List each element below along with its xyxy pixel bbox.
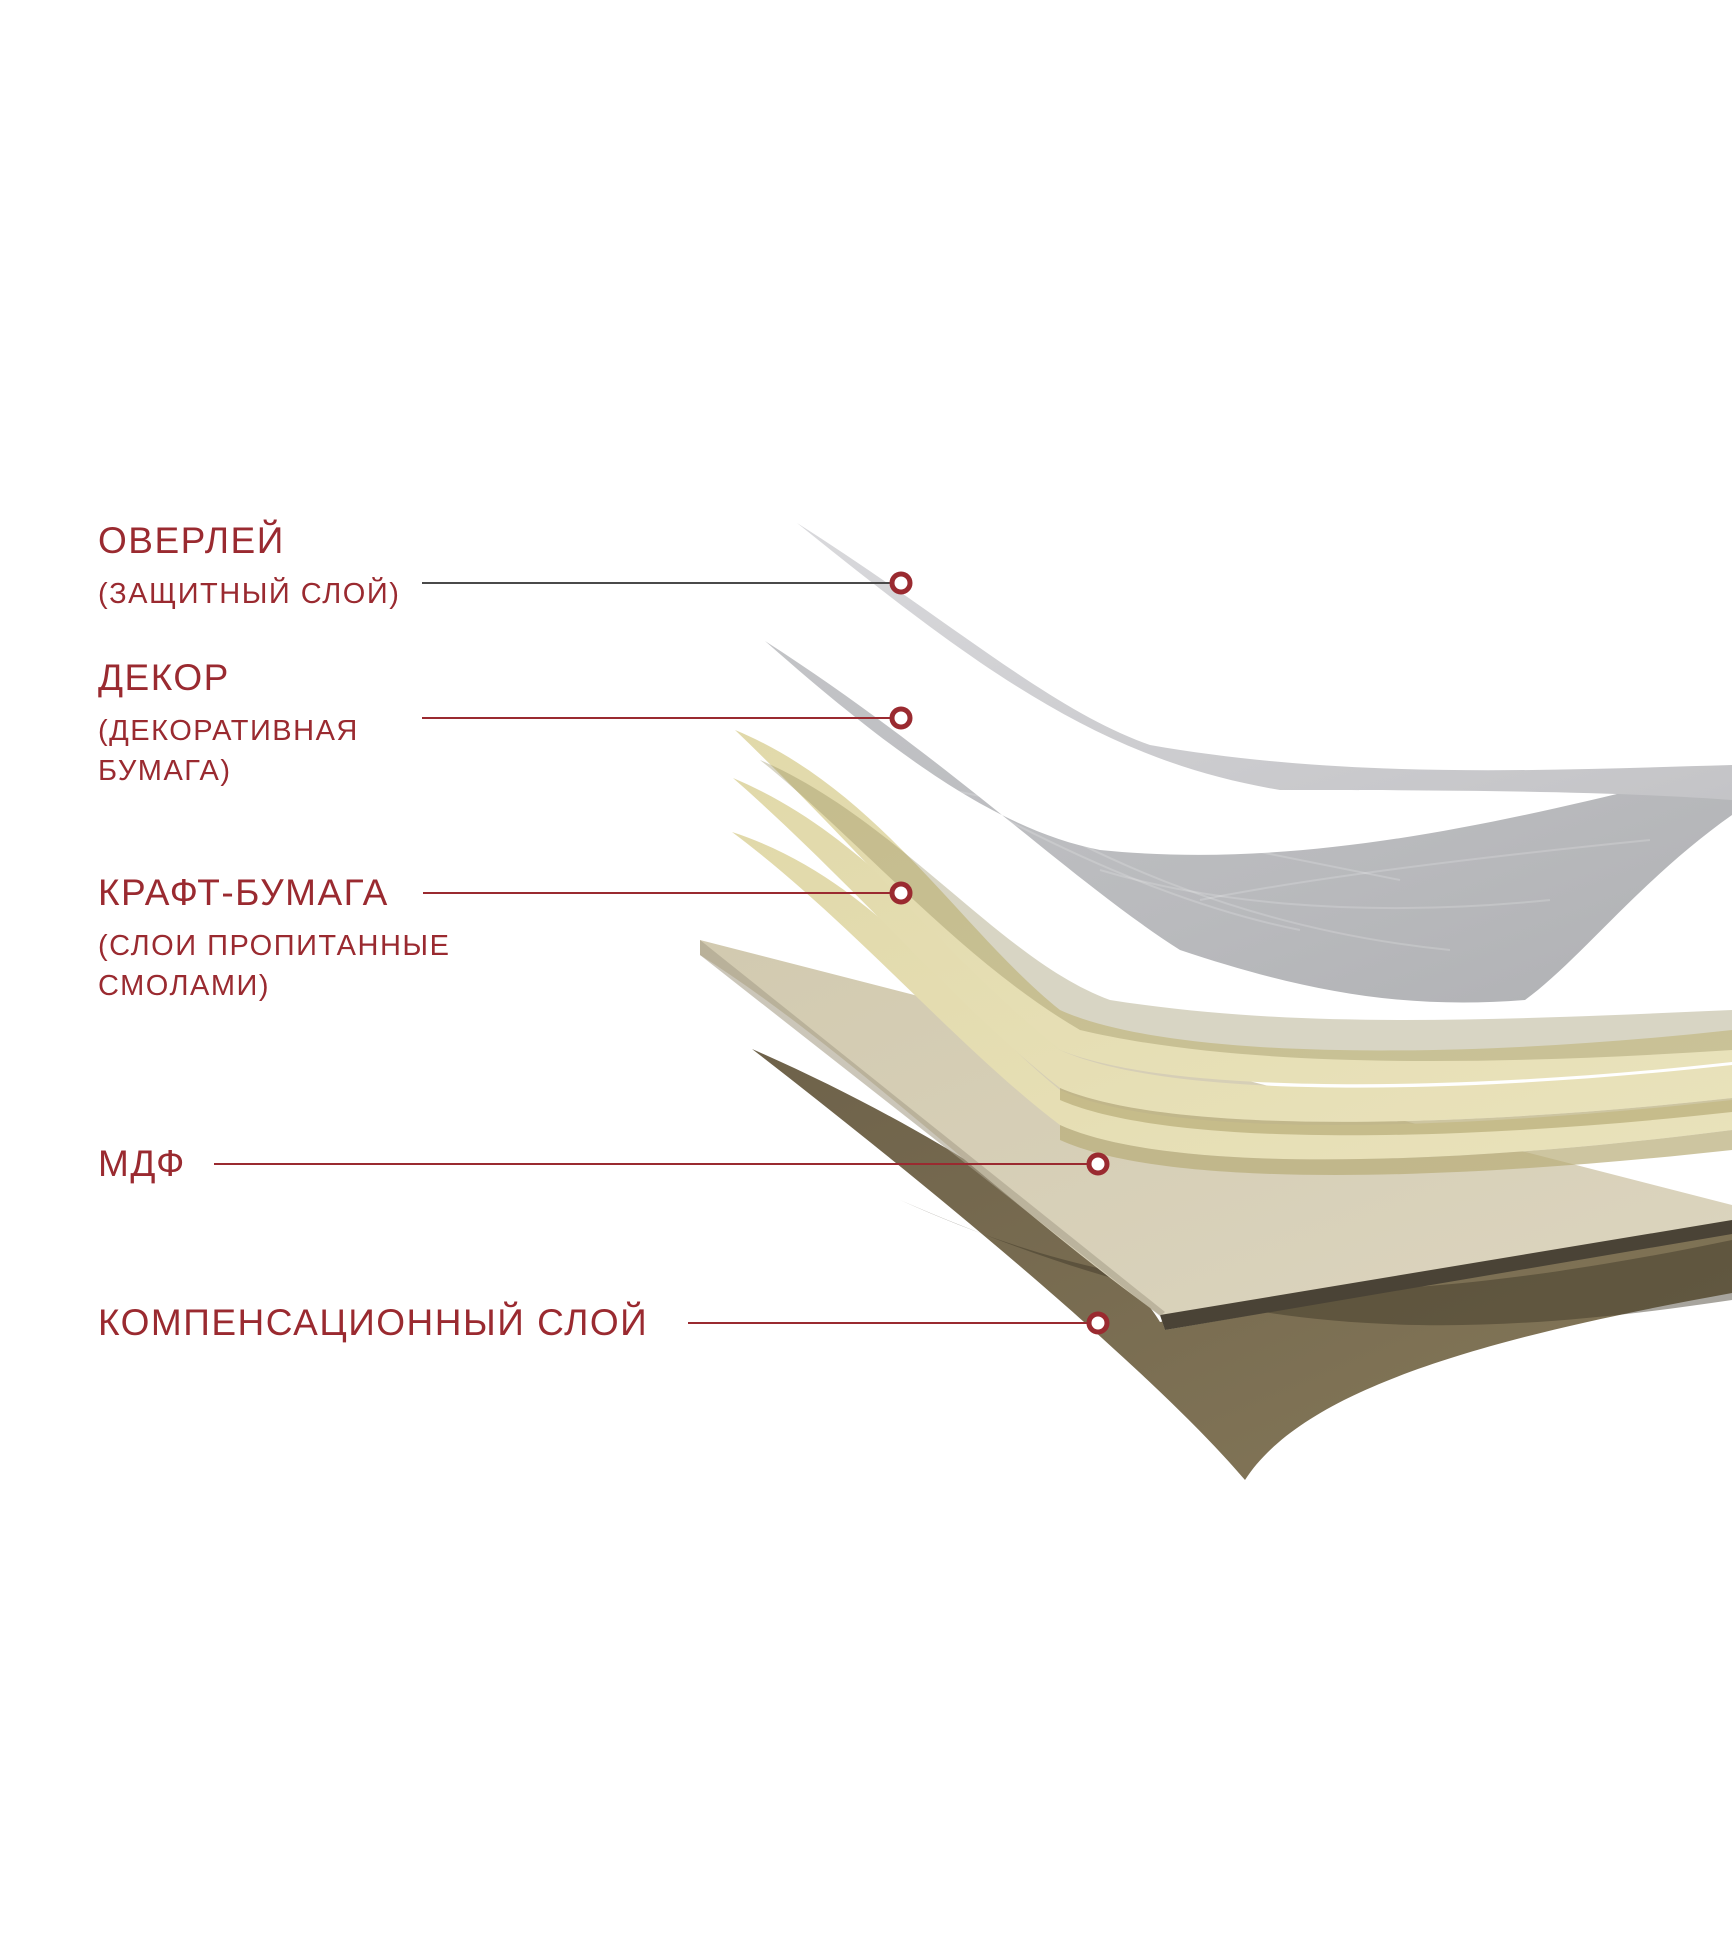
marker-kraft: [889, 881, 913, 905]
label-decor-note: (ДЕКОРАТИВНАЯ БУМАГА): [98, 711, 359, 791]
marker-compensation: [1086, 1311, 1110, 1335]
marker-decor: [889, 706, 913, 730]
label-mdf-title: МДФ: [98, 1143, 186, 1184]
label-decor: ДЕКОР (ДЕКОРАТИВНАЯ БУМАГА): [98, 659, 359, 791]
decor-texture: [899, 759, 1651, 951]
label-compensation-title: КОМПЕНСАЦИОННЫЙ СЛОЙ: [98, 1302, 649, 1343]
label-mdf: МДФ: [98, 1145, 186, 1182]
label-decor-note-line2: БУМАГА): [98, 755, 232, 787]
label-decor-note-line1: (ДЕКОРАТИВНАЯ: [98, 715, 359, 747]
label-compensation: КОМПЕНСАЦИОННЫЙ СЛОЙ: [98, 1304, 648, 1341]
label-kraft-note-line2: СМОЛАМИ): [98, 970, 271, 1002]
label-decor-title: ДЕКОР: [98, 657, 230, 698]
label-overlay: ОВЕРЛЕЙ (ЗАЩИТНЫЙ СЛОЙ): [98, 522, 400, 614]
kraft-sheet-2: [733, 778, 1732, 1122]
layer-markers: [889, 571, 1110, 1335]
decor-sheet: [765, 641, 1732, 1003]
mdf-shadow: [900, 1200, 1732, 1326]
kraft-sheet-1: [735, 730, 1732, 1085]
label-overlay-title: ОВЕРЛЕЙ: [98, 520, 285, 561]
label-kraft: КРАФТ-БУМАГА (СЛОИ ПРОПИТАННЫЕ СМОЛАМИ): [98, 874, 450, 1006]
kraft-sheet-3-shadow: [1060, 1125, 1732, 1175]
kraft-sheet-3: [732, 832, 1732, 1160]
label-kraft-note-line1: (СЛОИ ПРОПИТАННЫЕ: [98, 930, 451, 962]
marker-overlay: [889, 571, 913, 595]
label-kraft-title: КРАФТ-БУМАГА: [98, 872, 389, 913]
label-overlay-note: (ЗАЩИТНЫЙ СЛОЙ): [98, 578, 401, 610]
marker-mdf: [1086, 1152, 1110, 1176]
overlay-sheet: [797, 523, 1732, 800]
kraft-sheet-2-shadow: [1060, 1088, 1732, 1136]
leader-lines: [214, 582, 1092, 1324]
decor-shadow: [760, 760, 1732, 1062]
label-kraft-note: (СЛОИ ПРОПИТАННЫЕ СМОЛАМИ): [98, 926, 450, 1006]
